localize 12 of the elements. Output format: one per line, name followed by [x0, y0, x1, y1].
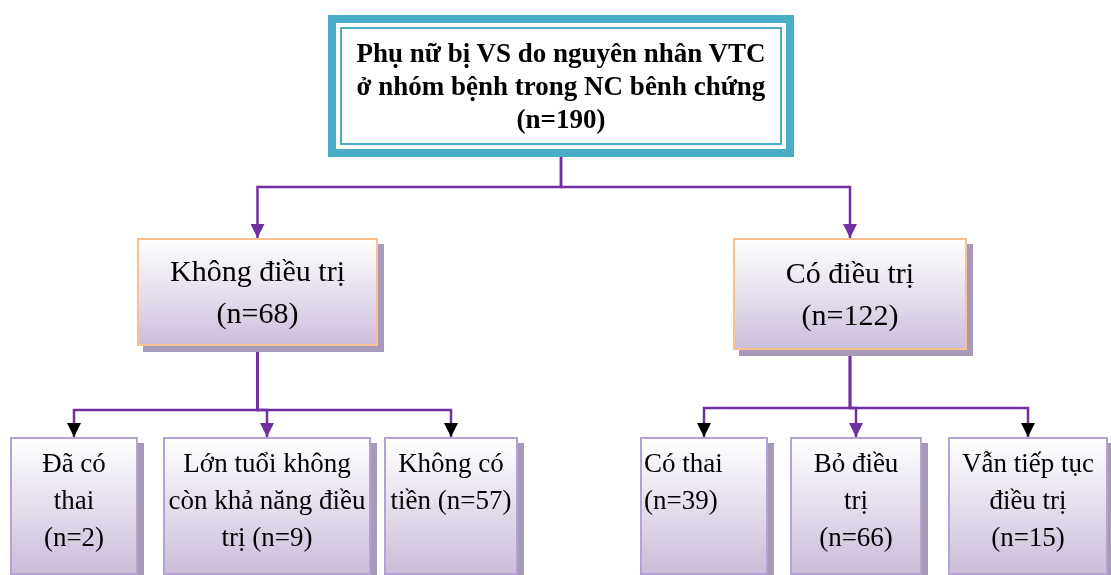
node-text: Không có tiền (n=57)	[389, 447, 513, 517]
node-text: Không điều trị (n=68)	[169, 253, 346, 331]
category-box	[948, 437, 1108, 575]
title-box	[328, 15, 794, 157]
node-text: Có điều trị (n=122)	[784, 255, 916, 333]
node-text: Bỏ điều trị (n=66)	[812, 447, 900, 554]
node-text: Vẫn tiếp tục điều trị (n=15)	[961, 447, 1095, 554]
arrow	[559, 157, 857, 238]
node-text: Lớn tuổi không còn khả năng điều trị (n=9)	[167, 447, 367, 554]
node-text: Đã có thai (n=2)	[41, 447, 107, 554]
node-text: Có thai (n=39)	[643, 447, 724, 517]
node-text: Phụ nữ bị VS do nguyên nhân VTC ở nhóm bệnh trong NC bênh chứng (n=190)	[355, 36, 767, 136]
